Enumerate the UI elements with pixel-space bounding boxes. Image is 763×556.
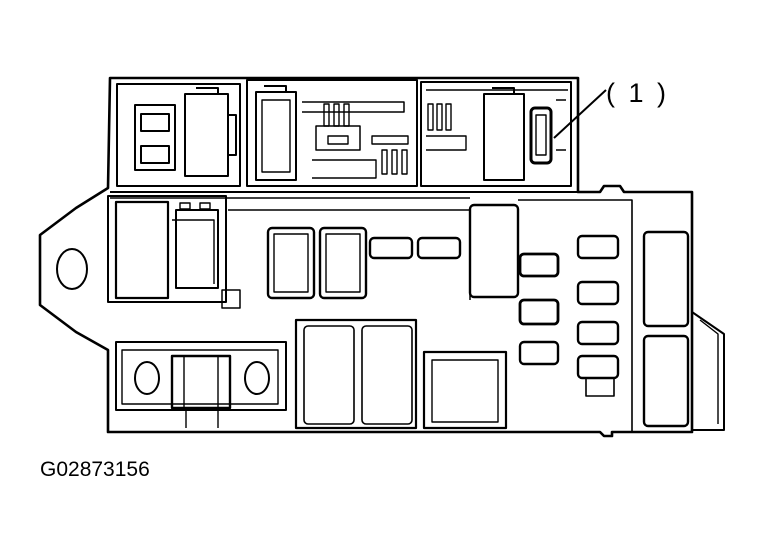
callout-leader-line — [553, 89, 607, 139]
right-relay-block — [468, 199, 725, 432]
relay-module-c — [420, 81, 572, 187]
relay-module-b — [246, 79, 418, 187]
housing — [38, 76, 694, 438]
left-relay — [107, 195, 241, 309]
figure-id: G02873156 — [40, 458, 150, 481]
relay-module-a — [116, 83, 241, 187]
fuse-1-target — [529, 106, 553, 165]
center-fuses — [228, 209, 471, 300]
fusible-link — [115, 341, 287, 428]
callout-label: ( 1 ) — [606, 78, 670, 108]
bottom-relays — [294, 318, 508, 430]
mounting-hole — [56, 248, 88, 290]
top-relay-modules — [116, 79, 607, 187]
